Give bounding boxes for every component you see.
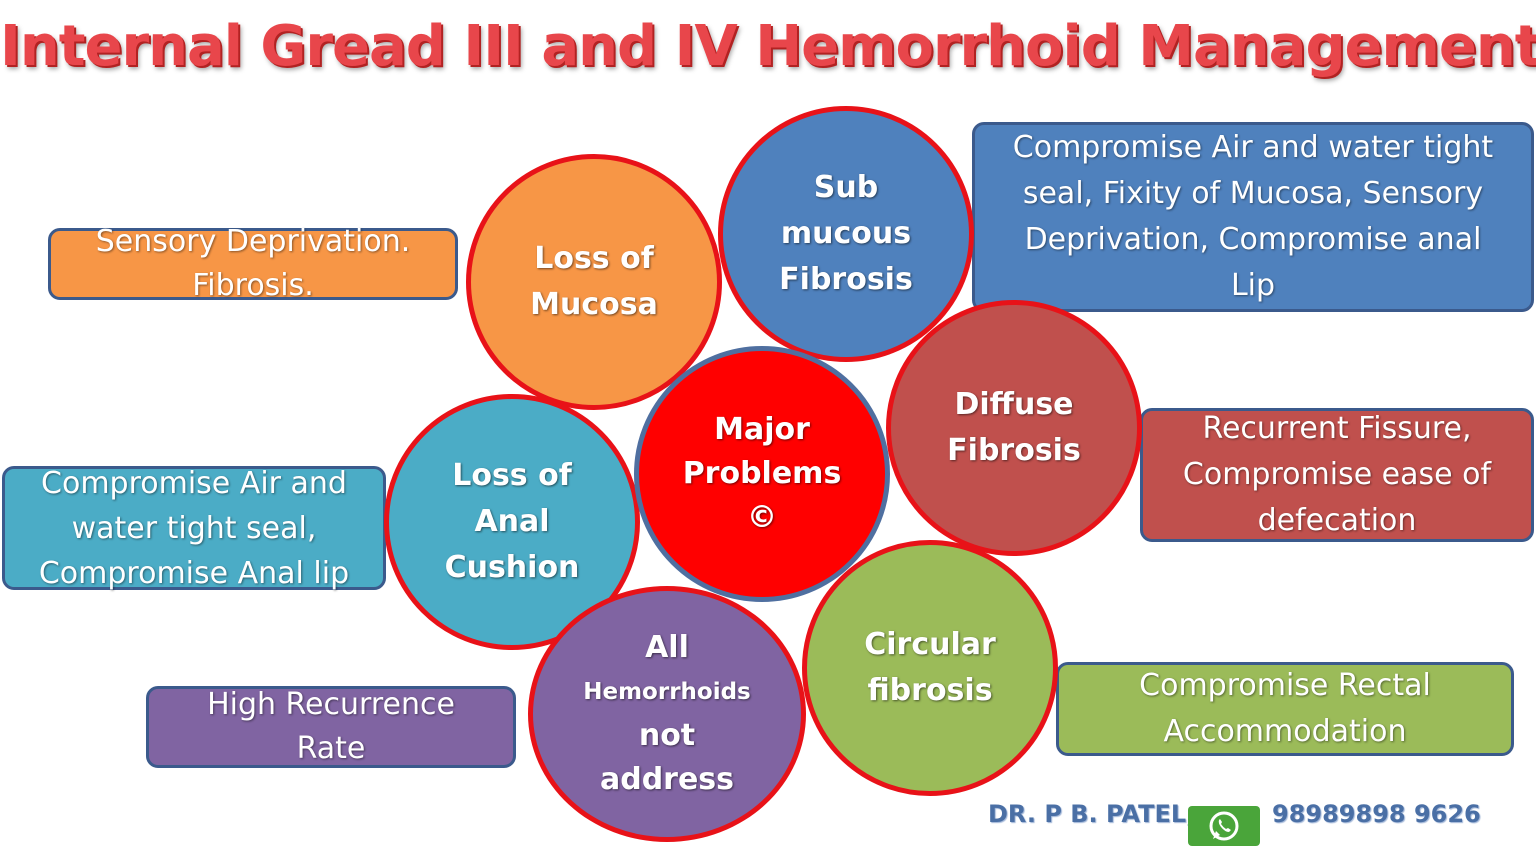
box-high-recurrence: High Recurrence Rate bbox=[146, 686, 516, 768]
box-line: Recurrent Fissure, bbox=[1202, 411, 1472, 446]
circle-line: Loss of bbox=[452, 458, 572, 493]
box-line: Compromise Air and bbox=[41, 465, 347, 501]
circle-line: address bbox=[599, 762, 735, 797]
circle-diffuse-fibrosis: Diffuse Fibrosis bbox=[886, 300, 1142, 556]
circle-major-problems: Major Problems © bbox=[634, 346, 890, 602]
circle-line: Loss of bbox=[534, 241, 654, 276]
circle-line: Fibrosis bbox=[947, 433, 1081, 468]
box-compromise-seal-left: Compromise Air and water tight seal, Com… bbox=[2, 466, 386, 591]
box-recurrent-fissure: Recurrent Fissure, Compromise ease of de… bbox=[1140, 408, 1534, 542]
circle-line: fibrosis bbox=[867, 673, 993, 708]
whatsapp-icon bbox=[1188, 806, 1260, 846]
circle-line: Mucosa bbox=[530, 287, 658, 322]
circle-all-hemorrhoids: All Hemorrhoids not address bbox=[528, 586, 806, 842]
circle-line: Fibrosis bbox=[779, 262, 913, 297]
box-line: Lip bbox=[1230, 268, 1276, 303]
circle-line: not bbox=[638, 718, 696, 753]
box-line: Deprivation, Compromise anal bbox=[1024, 222, 1482, 257]
circle-circular-fibrosis: Circular fibrosis bbox=[802, 540, 1058, 796]
circle-line: Problems bbox=[682, 456, 842, 491]
circle-line: mucous bbox=[780, 216, 912, 251]
circle-line: Sub bbox=[813, 170, 879, 205]
circle-line: Diffuse bbox=[954, 387, 1074, 422]
box-line: Rate bbox=[296, 731, 366, 766]
page-title: Internal Gread III and IV Hemorrhoid Man… bbox=[0, 14, 1536, 79]
circle-line: Cushion bbox=[444, 550, 580, 585]
circle-loss-of-mucosa: Loss of Mucosa bbox=[466, 154, 722, 410]
box-line: defecation bbox=[1257, 503, 1417, 538]
circle-line: Anal bbox=[474, 504, 550, 539]
circle-line: All bbox=[645, 630, 689, 665]
circle-line: Hemorrhoids bbox=[583, 679, 751, 705]
circle-line: © bbox=[747, 500, 777, 535]
circle-line: Circular bbox=[864, 627, 996, 662]
box-line: Compromise Air and water tight bbox=[1012, 130, 1494, 165]
box-sensory-deprivation: Sensory Deprivation. Fibrosis. bbox=[48, 224, 458, 303]
box-line: Compromise ease of bbox=[1182, 457, 1492, 492]
box-line: water tight seal, bbox=[71, 510, 317, 546]
box-rectal-accommodation: Compromise Rectal Accommodation bbox=[1056, 662, 1514, 756]
box-line: Compromise Anal lip bbox=[38, 555, 350, 591]
box-line: High Recurrence bbox=[207, 687, 455, 722]
box-line: Fibrosis. bbox=[192, 268, 314, 303]
box-line: Sensory Deprivation. bbox=[95, 224, 411, 259]
box-compromise-seal-top: Compromise Air and water tight seal, Fix… bbox=[972, 122, 1534, 312]
circle-submucous-fibrosis: Sub mucous Fibrosis bbox=[718, 106, 974, 362]
box-line: Accommodation bbox=[1163, 714, 1407, 749]
circle-line: Major bbox=[714, 412, 810, 447]
author-name: DR. P B. PATEL, bbox=[988, 800, 1196, 828]
box-line: seal, Fixity of Mucosa, Sensory bbox=[1022, 176, 1484, 211]
box-line: Compromise Rectal bbox=[1139, 668, 1431, 703]
phone-number: 98989898 9626 bbox=[1272, 800, 1481, 828]
